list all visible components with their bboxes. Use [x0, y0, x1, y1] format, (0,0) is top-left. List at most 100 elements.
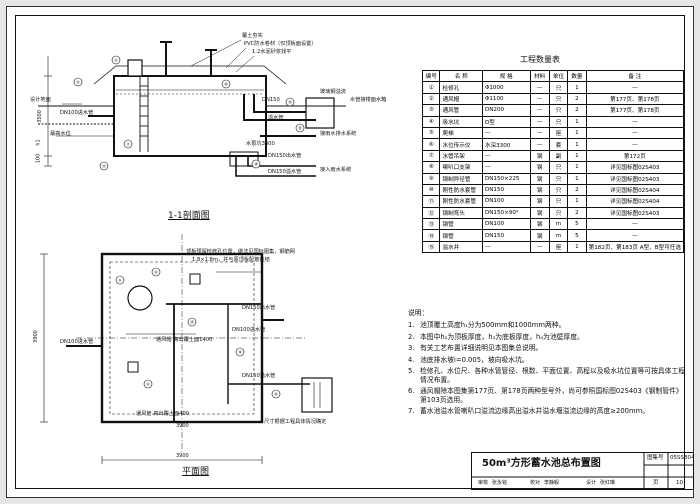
- table-cell: 5: [567, 229, 587, 242]
- plan-label-dn100-inlet: DN100进水管: [232, 327, 266, 333]
- note-number: 3.: [408, 344, 415, 353]
- label-lime-soil: 1:2水泥砂浆找平: [252, 49, 292, 55]
- table-cell: 第182页、第183页 A型、B型可任选: [585, 240, 685, 254]
- table-cell: 钢: [529, 183, 550, 197]
- plan-label-vent2: 通风管 高出覆土面400: [136, 411, 190, 417]
- label-design-ground: 设计地面: [30, 97, 51, 103]
- note-item: 3. 有关工艺布置详细说明见本图集总说明。: [408, 344, 688, 352]
- notes-heading: 说明：: [408, 309, 429, 317]
- label-dn150: DN150: [262, 97, 280, 103]
- design-name: 张红琳: [600, 480, 616, 486]
- svg-text:⑤: ⑤: [76, 80, 80, 85]
- table-cell: 座: [548, 126, 569, 140]
- table-cell: 只: [548, 195, 569, 208]
- svg-text:⑮: ⑮: [298, 125, 302, 131]
- table-cell: 只: [548, 81, 569, 94]
- table-cell: ⑨: [421, 172, 441, 185]
- table-cell: 2: [567, 104, 587, 117]
- label-to-outlet: 水管接楼面水箱: [350, 97, 387, 103]
- table-cell: —: [585, 126, 685, 140]
- svg-text:⑩: ⑩: [274, 392, 278, 397]
- table-cell: 通风管: [439, 104, 483, 117]
- table-cell: DN200: [481, 104, 531, 117]
- table-cell: —: [529, 115, 550, 128]
- table-cell: —: [529, 104, 550, 117]
- label-cover-soil: 覆土夯实: [242, 33, 263, 39]
- plan-label-dn150-outlet: DN150出水管: [242, 305, 276, 311]
- plan-dim-width: 3900: [176, 453, 189, 459]
- th-qty: 数量: [567, 69, 587, 83]
- table-cell: DN100: [481, 218, 531, 231]
- table-cell: 1: [567, 81, 587, 94]
- table-cell: —: [585, 138, 685, 151]
- svg-text:⑬: ⑬: [190, 319, 194, 325]
- table-cell: 只: [548, 92, 569, 106]
- table-header-row: 编号 名 称 规 格 材料 单位 数量 备 注: [421, 69, 685, 83]
- th-no: 编号: [421, 69, 441, 83]
- label-glass-tank: 玻璃钢溢流: [320, 89, 346, 95]
- label-drain-sump: 水泵坑3300: [246, 141, 275, 147]
- table-cell: 只: [548, 172, 569, 185]
- table-cell: —: [585, 218, 685, 231]
- table-cell: 钢: [529, 195, 550, 208]
- plan-label-inlet-left: DN100进水管: [60, 339, 94, 345]
- table-cell: —: [481, 149, 531, 163]
- check-label: 校对: [530, 480, 541, 486]
- label-waterproof: PVC防水卷材（仅顶板面设置）: [244, 41, 317, 47]
- table-cell: 第172页: [585, 149, 685, 163]
- table-cell: ②: [421, 92, 441, 106]
- table-cell: 第177页、第178页: [585, 92, 685, 106]
- table-cell: 溢水井: [439, 240, 483, 254]
- table-cell: ③: [421, 104, 441, 117]
- table-title: 工程数量表: [520, 55, 560, 64]
- table-cell: ①: [421, 81, 441, 94]
- svg-text:⑩: ⑩: [288, 100, 292, 105]
- table-cell: 水深3300: [481, 138, 531, 151]
- label-dn150-outlet: DN150出水管: [268, 153, 302, 159]
- svg-text:②: ②: [146, 382, 150, 387]
- label-to-drain: 接雨水排水系统: [320, 131, 357, 137]
- design-label: 设计: [586, 480, 597, 486]
- table-cell: ⑦: [421, 149, 441, 163]
- table-cell: DN150×90°: [481, 206, 531, 220]
- note-text: 池顶覆土高度h₁分为500mm和1000mm两种。: [420, 321, 566, 330]
- table-cell: 刚性防水套管: [439, 183, 483, 197]
- table-cell: —: [529, 92, 550, 106]
- table-cell: D型: [481, 115, 531, 128]
- th-unit: 单位: [548, 69, 569, 83]
- table-cell: 钢: [529, 218, 550, 231]
- th-name: 名 称: [439, 69, 483, 83]
- note-number: 6.: [408, 387, 415, 396]
- note-item: 7.蓄水池溢水管喇叭口溢流边缘高出溢水井溢水堰溢流边缘的高度≥200mm。: [408, 407, 688, 415]
- table-cell: ⑥: [421, 138, 441, 151]
- table-cell: 只: [548, 104, 569, 117]
- drawing-title: 50m³方形蓄水池总布置图: [482, 458, 601, 469]
- plan-label-sump: 尺寸根据工程具体情况确定: [264, 419, 327, 425]
- dim-h1: 3500: [36, 110, 43, 123]
- table-cell: 钢: [529, 149, 550, 163]
- table-cell: 第177页、第178页: [585, 104, 685, 117]
- plan-label-dn150-overflow: DN150溢水管: [242, 373, 276, 379]
- note-item: 6.通风帽除本图集第177页、第178页两种型号外，尚可参照国标图02S403《…: [408, 387, 688, 404]
- table-cell: 爬梯: [439, 126, 483, 140]
- table-cell: —: [529, 138, 550, 151]
- table-cell: 1: [567, 161, 587, 174]
- note-text: 有关工艺布置详细说明见本图集总说明。: [420, 344, 543, 353]
- table-cell: 座: [548, 240, 569, 254]
- plan-dim-height: 3900: [32, 330, 39, 343]
- table-cell: m: [548, 218, 569, 231]
- table-cell: 1: [567, 115, 587, 128]
- note-number: 1.: [408, 321, 415, 330]
- table-cell: 刚性防水套管: [439, 195, 483, 208]
- table-cell: ⑩: [421, 183, 441, 197]
- atlas-label: 图集号: [647, 455, 664, 461]
